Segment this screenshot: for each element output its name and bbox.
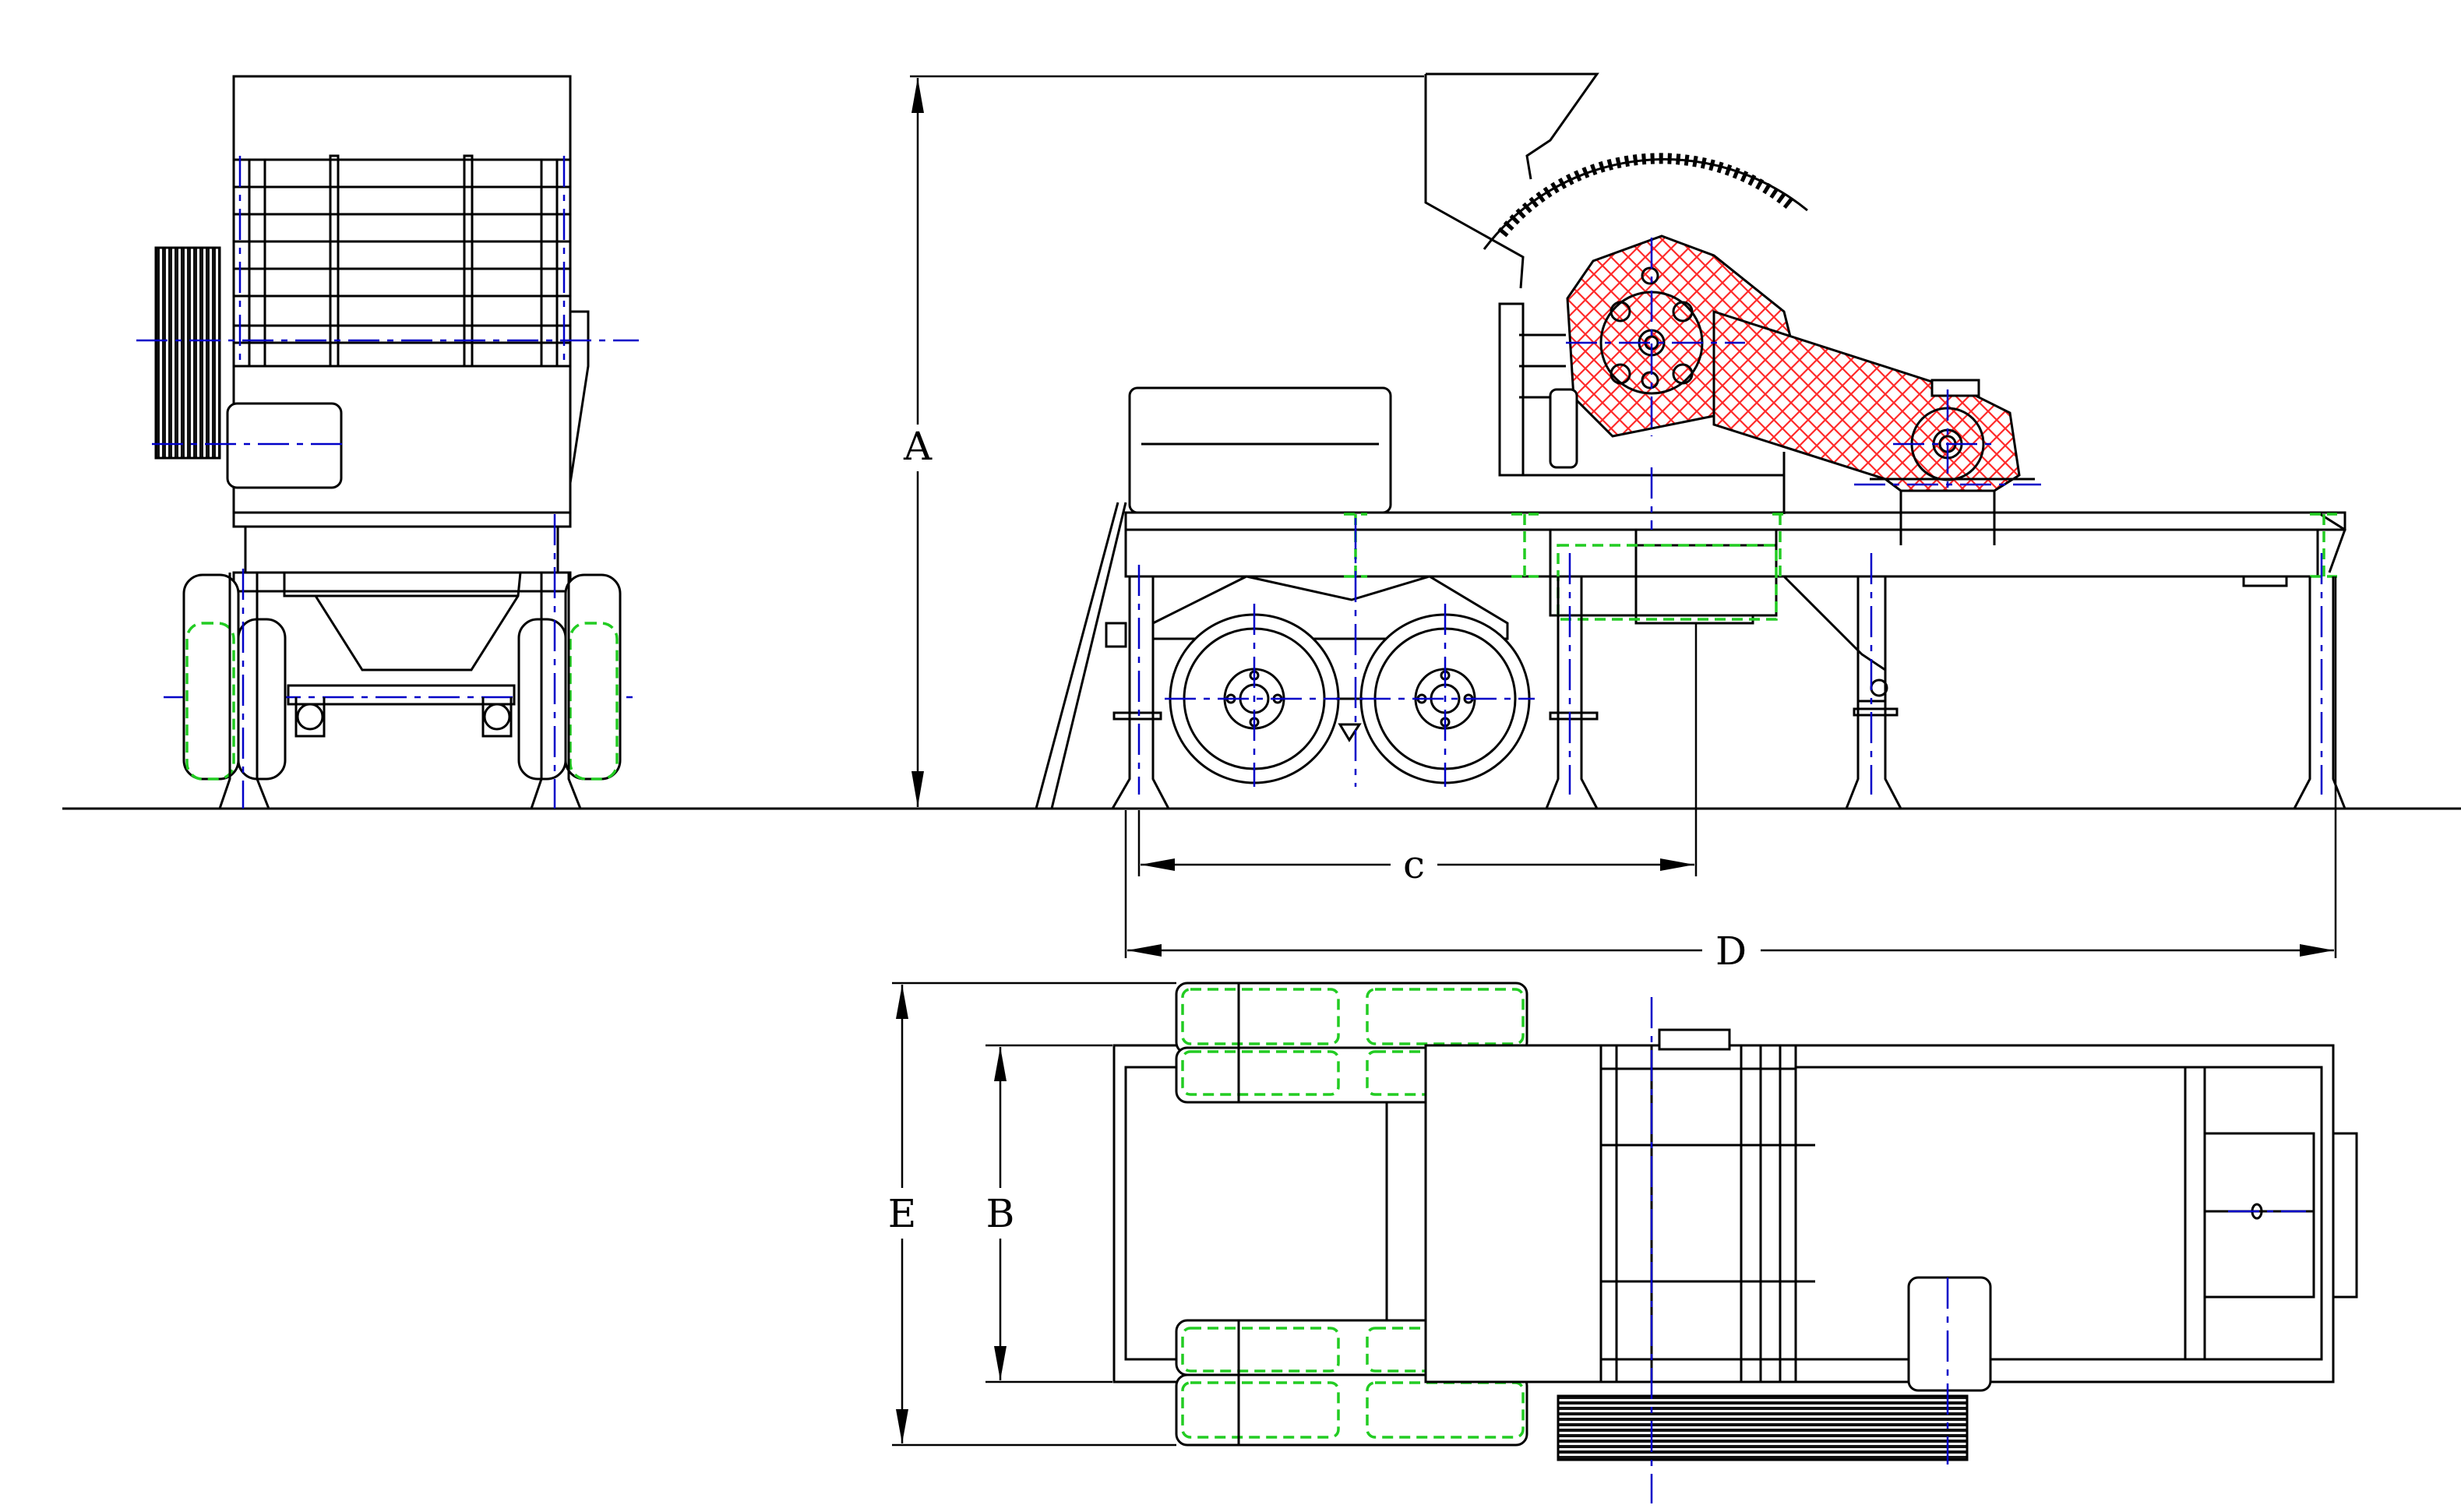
flywheel-tire [154,246,221,460]
dimension-label-d: D [1715,929,1747,974]
belt-guard-arm [1712,309,2021,492]
control-cabinet [1128,386,1392,514]
motor-housing [226,402,343,489]
dimension-b: B [985,1044,1112,1383]
dimension-a: A [903,75,1424,807]
end-view [136,75,639,809]
top-view [1112,982,2358,1503]
side-view [1035,72,2347,810]
dimension-d: D [1124,576,2337,974]
dimension-e: E [888,982,1176,1447]
dimension-label-b: B [986,1191,1015,1236]
flywheel-tire-top [1557,1394,1969,1461]
dimension-label-c: c [1403,842,1425,887]
dimension-label-e: E [888,1191,917,1236]
dimension-label-a: A [903,424,933,469]
dimension-c: c [1137,623,1698,887]
